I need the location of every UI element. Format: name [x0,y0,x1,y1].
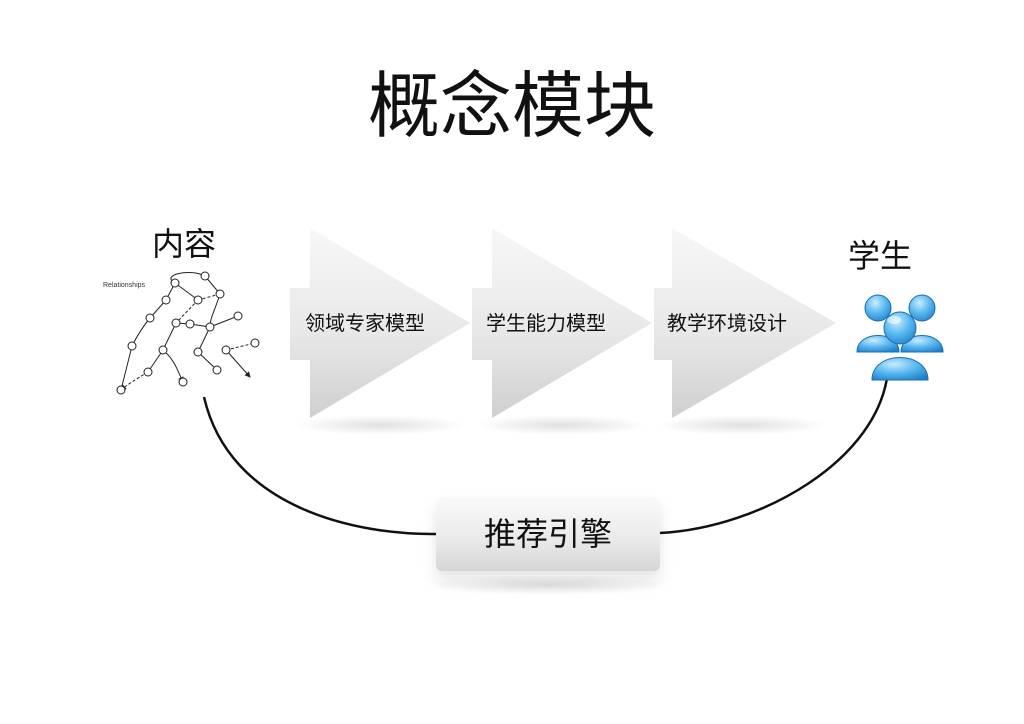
recommendation-engine-box: 推荐引擎 [436,497,660,571]
engine-label: 推荐引擎 [483,515,612,553]
page-title: 概念模块 [367,64,656,148]
user-group-icon [856,294,944,381]
student-label: 学生 [848,237,913,275]
stage-chevron-3 [654,228,836,418]
stage-label-3: 教学环境设计 [667,311,787,335]
stage-label-1: 领域专家模型 [305,311,425,335]
network-caption: Relationships [103,282,146,289]
network-graph-icon [116,271,260,395]
stage-chevron-1 [290,228,470,418]
feedback-curve [202,369,890,536]
stage-chevron-2 [472,228,652,418]
content-label: 内容 [152,225,217,263]
stage-label-2: 学生能力模型 [486,311,606,335]
